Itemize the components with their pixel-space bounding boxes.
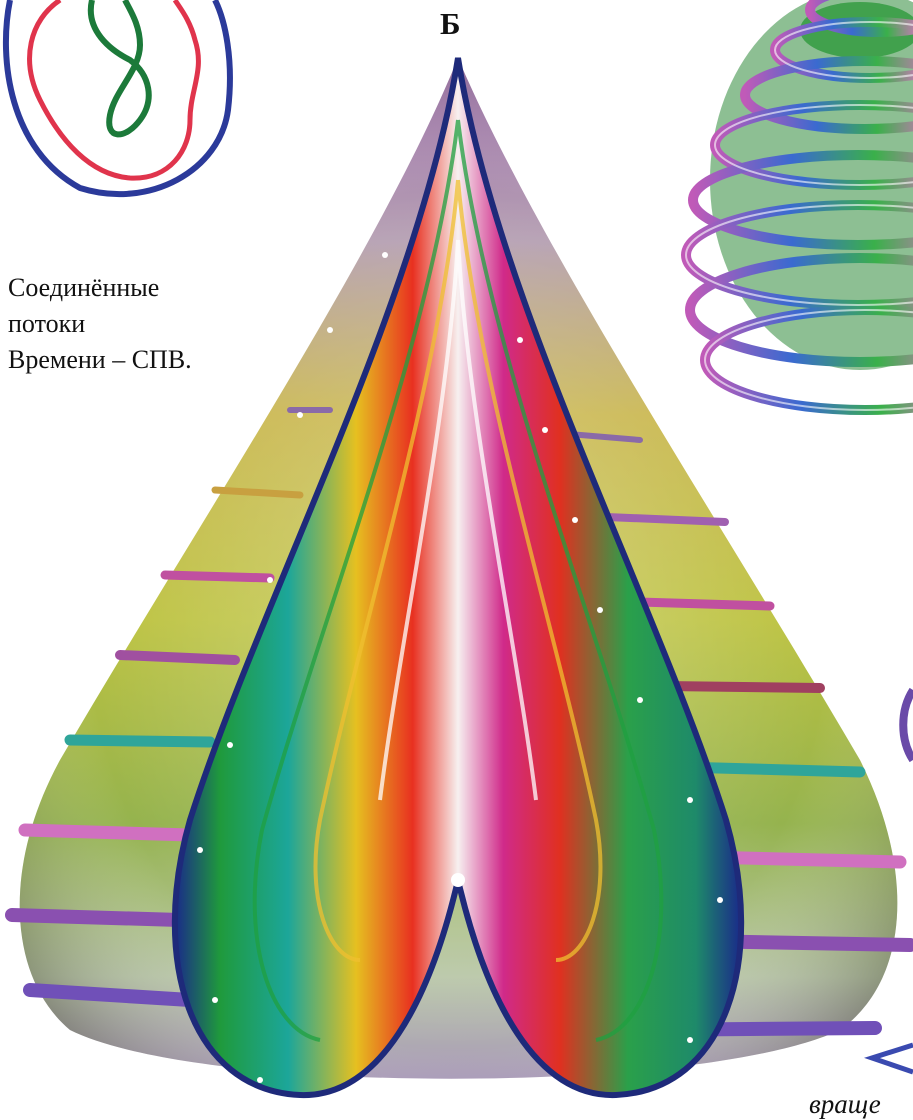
middle-loop-red — [30, 0, 199, 178]
bottom-word-fragment: враще — [809, 1089, 913, 1120]
caption: Соединённые потоки Времени – СПВ. — [8, 270, 192, 378]
inner-loop-green — [91, 0, 149, 134]
figure-letter: Б — [440, 6, 461, 42]
spiral-rings-illustration — [686, 0, 913, 410]
caption-line-3: Времени – СПВ. — [8, 342, 192, 378]
caption-line-2: потоки — [8, 306, 192, 342]
caption-line-1: Соединённые — [8, 270, 192, 306]
nested-loops-diagram — [6, 0, 230, 194]
